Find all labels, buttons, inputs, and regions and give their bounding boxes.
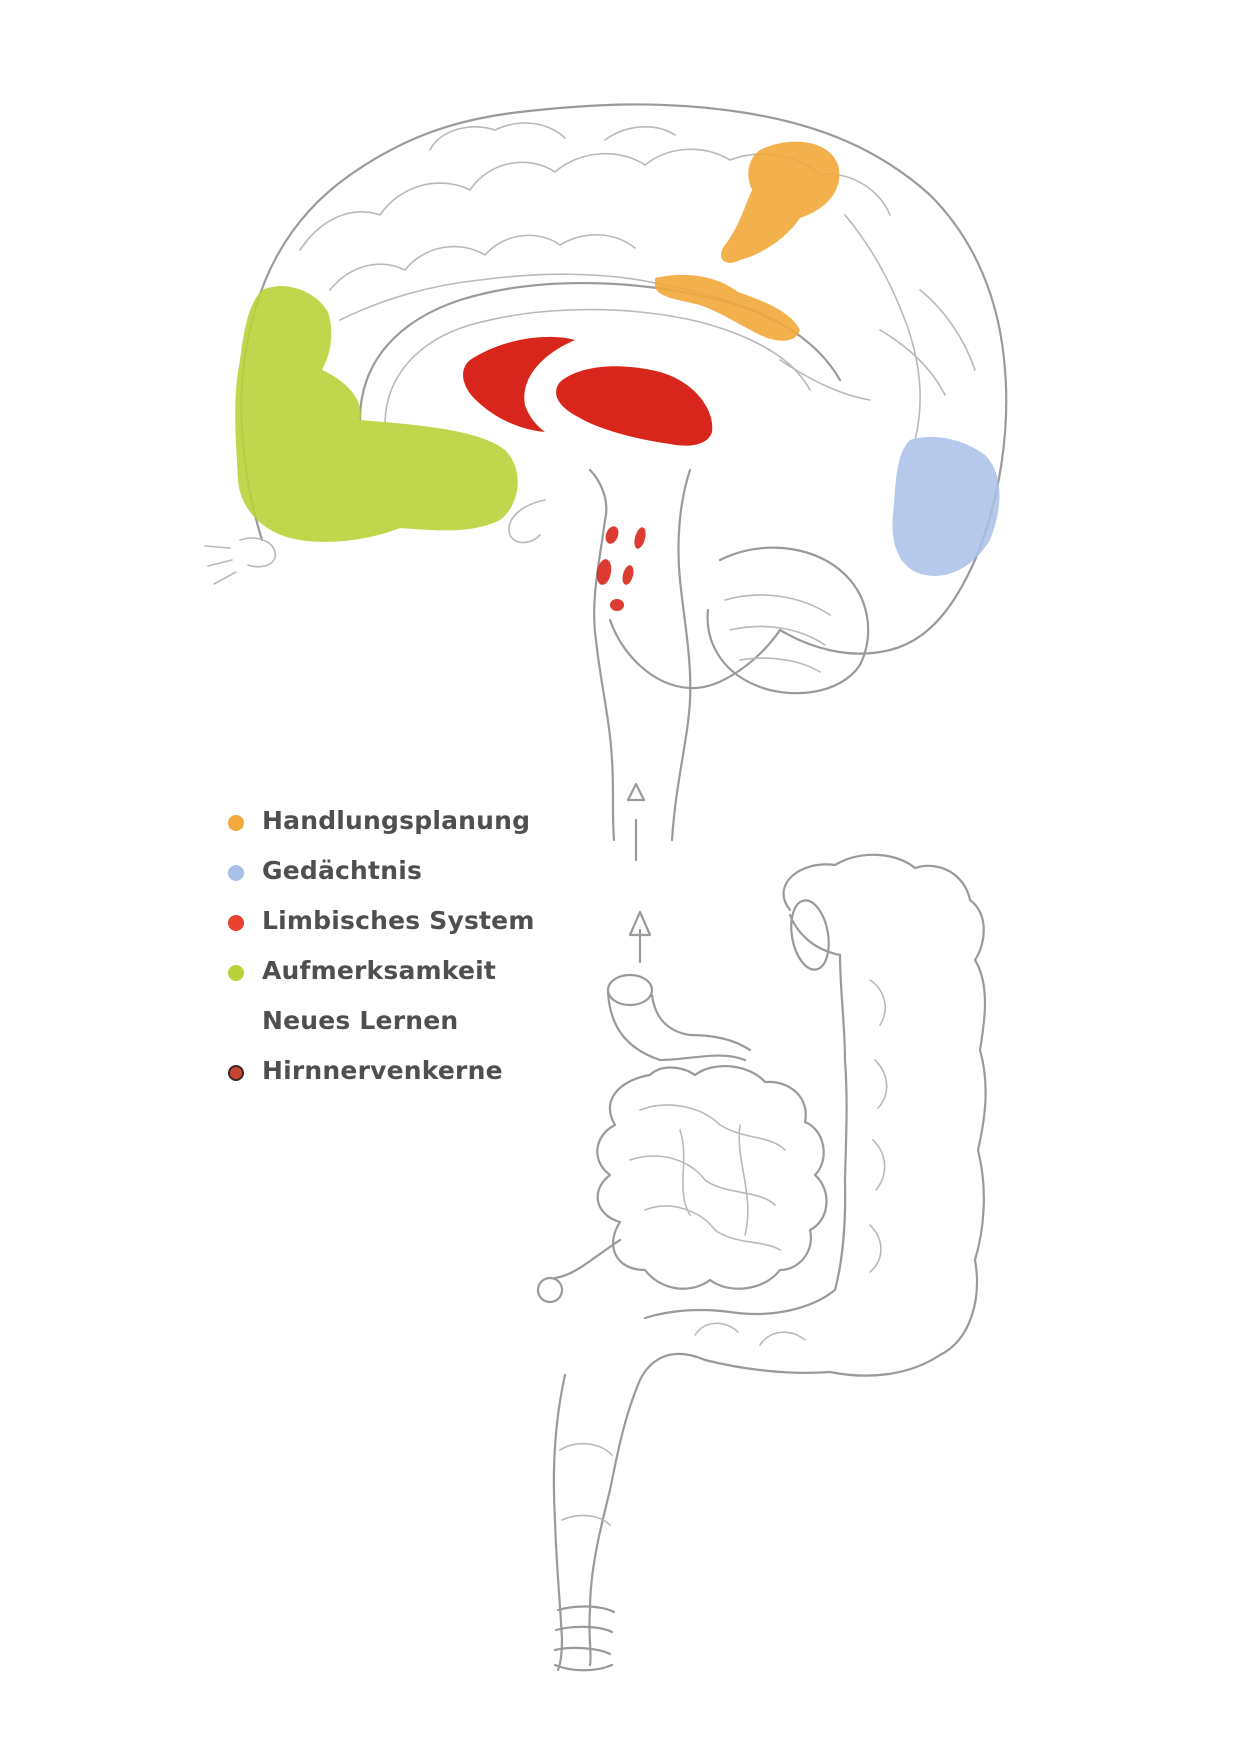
legend-label-nerve-nuclei: Hirnnervenkerne (262, 1056, 503, 1085)
legend: Handlungsplanung Gedächtnis Limbisches S… (228, 796, 568, 1096)
legend-item-planning: Handlungsplanung (228, 796, 568, 846)
legend-item-learning: Neues Lernen (228, 996, 568, 1046)
legend-dot-memory (228, 865, 244, 881)
legend-item-limbic: Limbisches System (228, 896, 568, 946)
legend-item-attention: Aufmerksamkeit (228, 946, 568, 996)
gut-sketch (538, 855, 986, 1670)
legend-label-limbic: Limbisches System (262, 906, 535, 935)
legend-dot-planning (228, 815, 244, 831)
legend-item-memory: Gedächtnis (228, 846, 568, 896)
legend-label-learning: Neues Lernen (262, 1006, 458, 1035)
memory-region (892, 437, 999, 576)
legend-label-memory: Gedächtnis (262, 856, 422, 885)
legend-label-attention: Aufmerksamkeit (262, 956, 496, 985)
planning-region (655, 142, 839, 341)
legend-dot-limbic (228, 915, 244, 931)
attention-region (235, 286, 518, 542)
legend-dot-attention (228, 965, 244, 981)
legend-label-planning: Handlungsplanung (262, 806, 530, 835)
limbic-region (463, 337, 712, 446)
legend-dot-nerve-nuclei (228, 1065, 244, 1081)
legend-item-nerve-nuclei: Hirnnervenkerne (228, 1046, 568, 1096)
brain-sketch (205, 104, 1006, 860)
